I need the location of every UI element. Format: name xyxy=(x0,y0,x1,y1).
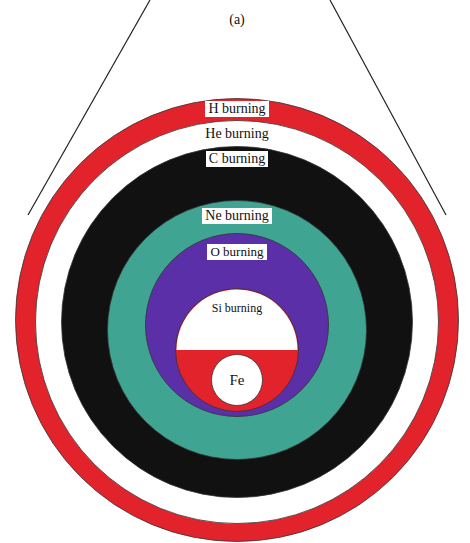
shell-ring: Si burningFe xyxy=(175,288,299,412)
shell-label: Fe xyxy=(227,372,248,388)
shell-ring: He burning C burning Ne burning O burningSi… xyxy=(35,120,439,524)
shell-label: C burning xyxy=(206,151,268,167)
shell-label: He burning xyxy=(202,126,271,142)
core-circle: Fe xyxy=(211,354,263,406)
shell-label: O burning xyxy=(207,244,266,260)
shell-label: Ne burning xyxy=(202,208,271,224)
shell-label: Si burning xyxy=(209,300,265,316)
shell-label: H burning xyxy=(205,101,268,117)
shell-ring: O burning Si burningFe xyxy=(145,233,329,417)
shell-ring: C burning Ne burning O burning Si burningFe xyxy=(61,146,413,498)
panel-label: (a) xyxy=(226,12,248,28)
shell-ring: H burning He burning C burning Ne burning O … xyxy=(15,98,459,542)
shell-ring: Ne burning O burning Si burningFe xyxy=(107,200,367,460)
